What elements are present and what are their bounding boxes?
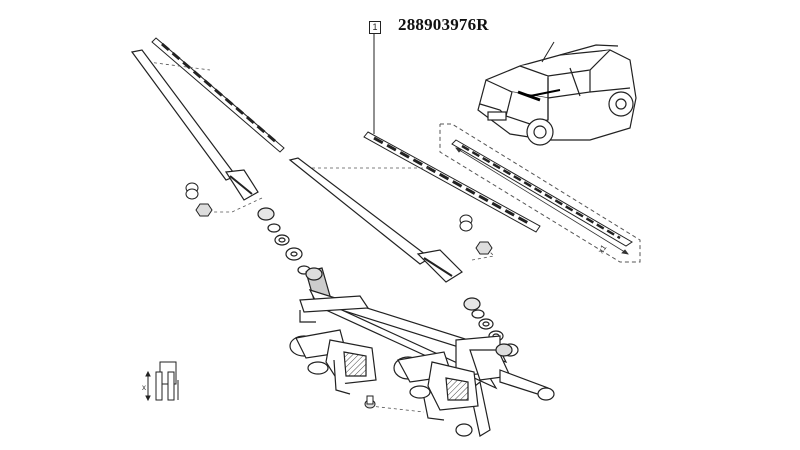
- arm-nut-right: [475, 241, 493, 255]
- wiper-arm-right: [288, 157, 463, 283]
- dimension-label-x: x: [142, 383, 146, 392]
- part-number-label: 288903976R: [398, 15, 489, 34]
- blade-detail-frame: [439, 123, 641, 263]
- torque-symbol: [145, 361, 179, 402]
- blade-detail: [451, 139, 633, 247]
- wiper-blade-right: [363, 131, 541, 233]
- wiper-arm-left: [130, 49, 259, 201]
- wiper-motor-right: [393, 351, 479, 421]
- dimension-label-x1: x1: [596, 243, 609, 256]
- arm-nut-left: [195, 203, 213, 217]
- spindle-washers-left: [257, 207, 311, 275]
- callout-index-box: 1: [369, 21, 381, 34]
- wiper-linkage: [299, 267, 555, 437]
- wiper-motor-left: [289, 329, 377, 395]
- arm-cap-right: [459, 214, 473, 232]
- vehicle-illustration: [477, 41, 637, 146]
- mounting-bolt: [364, 395, 376, 409]
- arm-cap-left: [185, 182, 199, 200]
